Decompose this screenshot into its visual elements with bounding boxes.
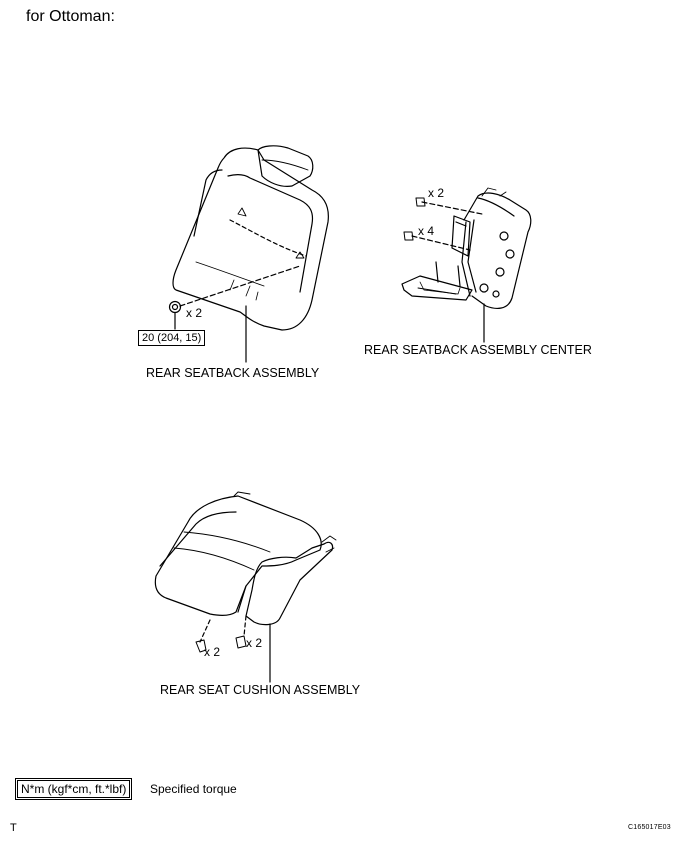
center-fastener-qty-top: x 2 (428, 186, 445, 200)
page-title: for Ottoman: (26, 8, 115, 25)
rear-seatback-drawing (168, 145, 329, 363)
cushion-fastener-qty-left: x 2 (204, 645, 221, 659)
torque-spec-box: 20 (204, 15) (138, 330, 206, 346)
seat-cushion-drawing (154, 491, 337, 683)
seatback-center-label: REAR SEATBACK ASSEMBLY CENTER (364, 343, 592, 357)
center-fastener-qty-bottom: x 4 (418, 224, 435, 238)
seatback-center-drawing (401, 187, 532, 343)
seatback-fastener-qty: x 2 (186, 306, 203, 320)
cushion-fastener-qty-right: x 2 (246, 636, 263, 650)
seat-cushion-label: REAR SEAT CUSHION ASSEMBLY (160, 683, 361, 697)
rear-seatback-label: REAR SEATBACK ASSEMBLY (146, 366, 320, 380)
torque-legend-description: Specified torque (150, 782, 237, 796)
torque-legend-symbol: N*m (kgf*cm, ft.*lbf) (14, 778, 133, 800)
corner-mark: T (10, 822, 17, 834)
figure-code: C165017E03 (628, 824, 671, 831)
